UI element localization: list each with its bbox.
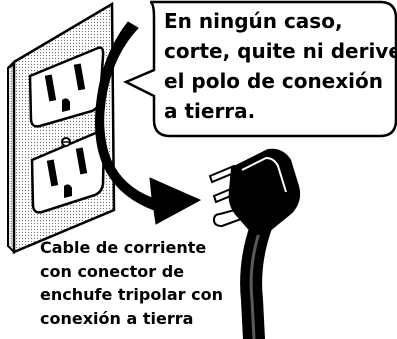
wall-outlet-icon bbox=[7, 1, 116, 255]
grounded-plug-icon bbox=[208, 148, 301, 339]
caption-line: conexión a tierra bbox=[40, 308, 194, 328]
warning-callout-bubble bbox=[123, 0, 397, 138]
curved-arrow-icon bbox=[94, 21, 202, 225]
caption-line: con conector de bbox=[40, 261, 185, 281]
warning-line: el polo de conexión bbox=[164, 69, 383, 93]
warning-line: En ningún caso, bbox=[164, 9, 343, 33]
warning-line: corte, quite ni derive bbox=[164, 39, 397, 63]
warning-line: a tierra. bbox=[164, 99, 256, 123]
plug-caption: Cable de corriente con conector de enchu… bbox=[40, 236, 250, 330]
caption-line: Cable de corriente bbox=[40, 238, 207, 257]
warning-text: En ningún caso, corte, quite ni derive e… bbox=[164, 6, 397, 126]
caption-line: enchufe tripolar con bbox=[40, 285, 223, 304]
